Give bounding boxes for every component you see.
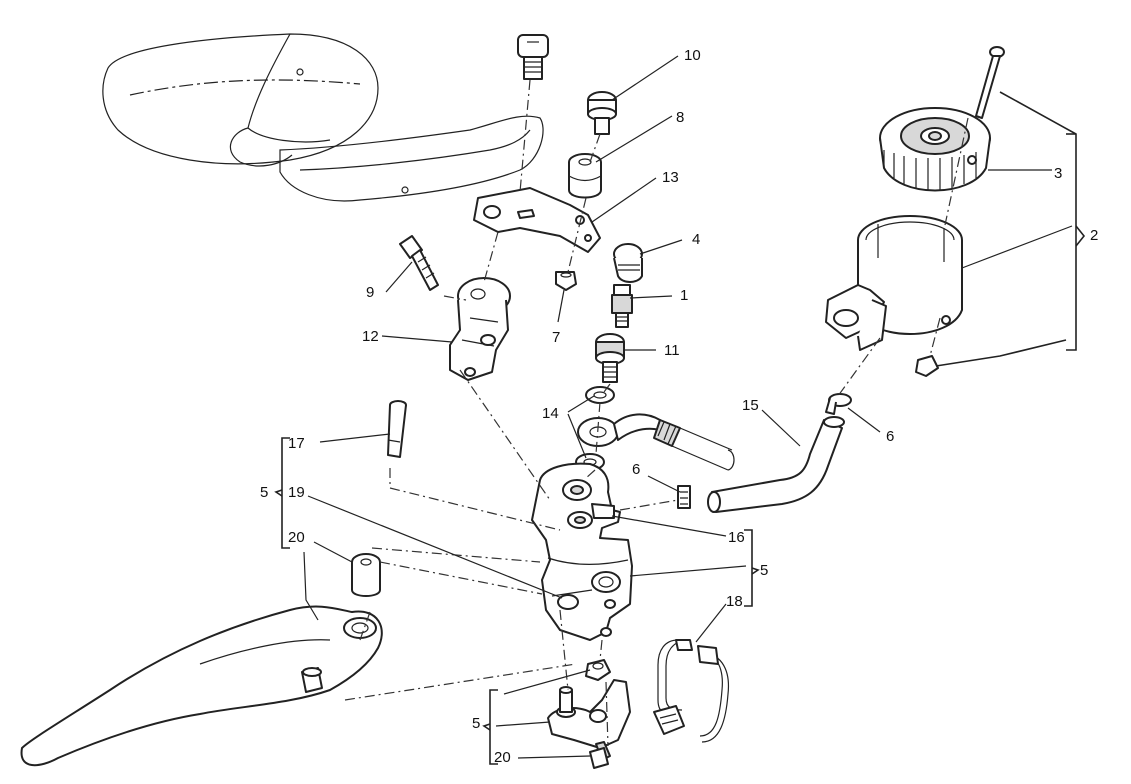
part-10-screw [587, 91, 617, 135]
callout-6-lower: 6 [632, 461, 640, 478]
master-cylinder-body [531, 462, 633, 641]
brake-line-banjo [577, 413, 735, 471]
group-brackets [274, 91, 1086, 765]
part-18-brake-light-switch [653, 639, 730, 743]
callout-8: 8 [676, 109, 684, 126]
part-1-bleed-valve [611, 284, 633, 328]
callout-5-bottom: 5 [472, 715, 480, 732]
part-9-screw [399, 235, 439, 291]
callout-2: 2 [1090, 227, 1098, 244]
mirror-housing [102, 33, 544, 202]
callout-13: 13 [662, 169, 679, 186]
part-8-rubber-mount [568, 153, 602, 199]
part-6-hose-clamp-upper [825, 393, 852, 415]
part-4-cap [613, 243, 643, 283]
callout-18: 18 [726, 593, 743, 610]
leader-lines [303, 55, 1073, 759]
part-20-bushing-lower [589, 741, 611, 769]
callout-15: 15 [742, 397, 759, 414]
callout-20-lower: 20 [494, 749, 511, 766]
bracket-screw [517, 34, 549, 80]
part-12-clamp [449, 277, 511, 381]
part-7-nut [555, 271, 577, 291]
lower-adjuster-assembly [547, 679, 631, 749]
part-2-reservoir-body [825, 215, 963, 351]
callout-3: 3 [1054, 165, 1062, 182]
alignment-lines [344, 79, 969, 747]
callout-4: 4 [692, 231, 700, 248]
callout-17: 17 [288, 435, 305, 452]
callout-10: 10 [684, 47, 701, 64]
callout-19: 19 [288, 484, 305, 501]
callout-7: 7 [552, 329, 560, 346]
callout-14: 14 [542, 405, 559, 422]
callout-11: 11 [664, 342, 680, 359]
reservoir-nut [915, 355, 939, 377]
part-15-hose [707, 416, 845, 513]
part-3-reservoir-cap [879, 107, 991, 192]
lower-pivot-nut [585, 659, 611, 681]
part-11-banjo-bolt [595, 333, 625, 383]
reservoir-screw [975, 46, 1005, 119]
part-6-hose-clamp-lower [677, 485, 691, 509]
callout-5-left: 5 [260, 484, 268, 501]
part-20-bushing-upper [351, 553, 381, 597]
callout-16: 16 [728, 529, 745, 546]
part-17-pin [387, 400, 407, 458]
callout-labels: 10 8 13 4 1 11 9 12 7 14 15 6 6 3 2 17 5… [260, 47, 1098, 766]
callout-5-right: 5 [760, 562, 768, 579]
callout-20-upper: 20 [288, 529, 305, 546]
callout-6-upper: 6 [886, 428, 894, 445]
callout-9: 9 [366, 284, 374, 301]
brake-lever [20, 605, 383, 767]
bracket-plate [473, 187, 601, 253]
callout-12: 12 [362, 328, 379, 345]
callout-1: 1 [680, 287, 688, 304]
